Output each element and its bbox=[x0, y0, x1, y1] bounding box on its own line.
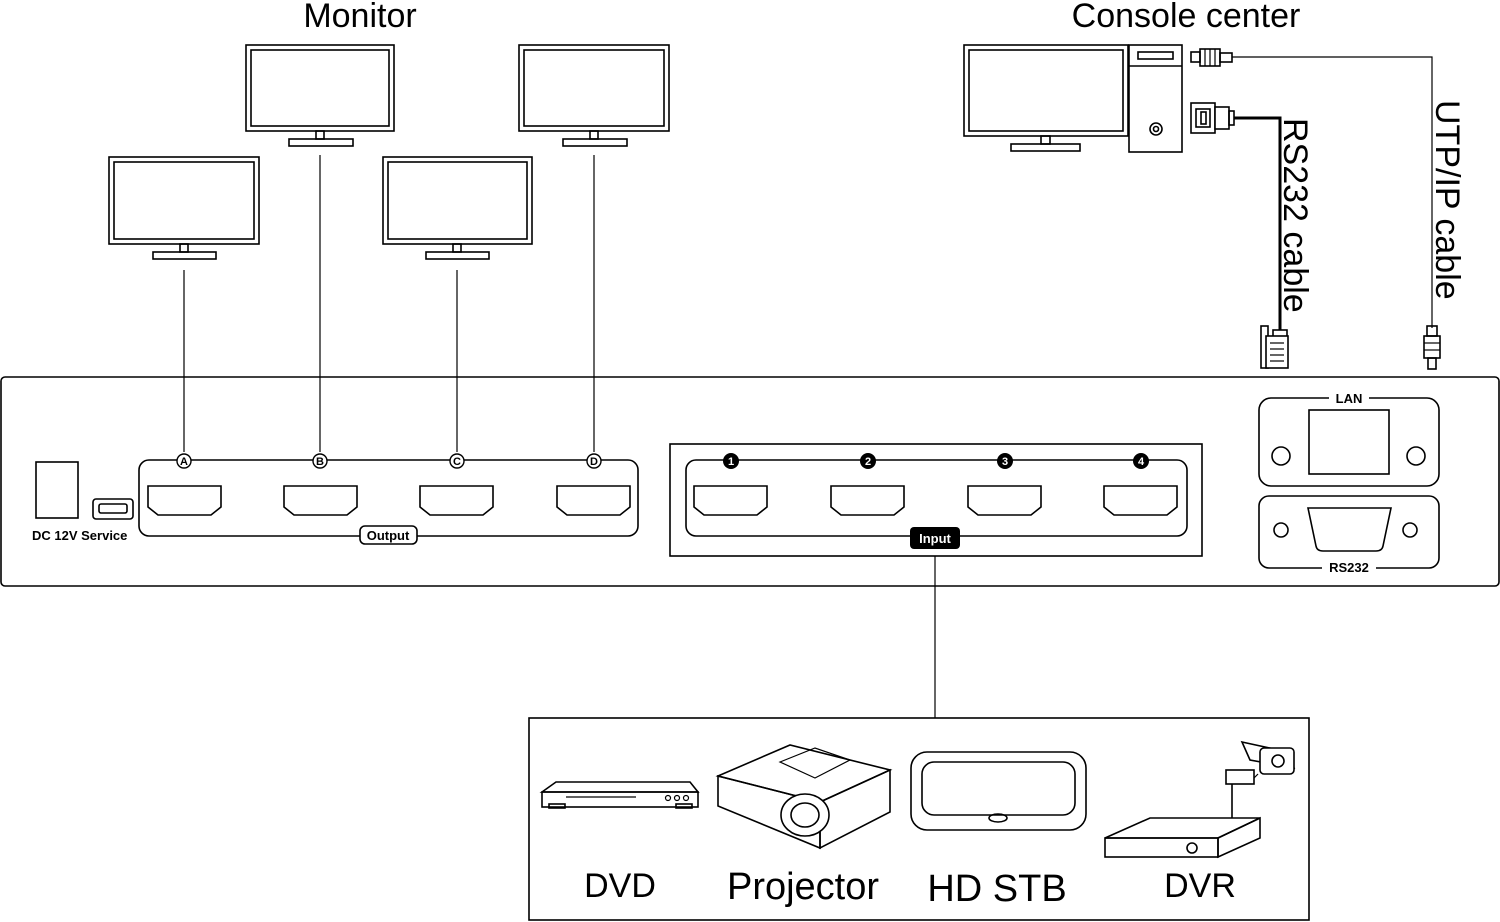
sources-box bbox=[528, 717, 1310, 921]
service-port bbox=[92, 498, 134, 520]
utp-cable-label: UTP/IP cable bbox=[1428, 100, 1466, 300]
console-center-title: Console center bbox=[1072, 0, 1301, 35]
rj45-plug-icon bbox=[1190, 48, 1233, 67]
dc-service-label: DC 12V Service bbox=[32, 528, 127, 543]
monitor-b bbox=[245, 44, 395, 147]
output-port-b: B bbox=[283, 453, 358, 516]
rs232-cable-label: RS232 cable bbox=[1276, 118, 1314, 313]
dvr-recorder-icon bbox=[1104, 816, 1261, 859]
output-letter-c: C bbox=[453, 456, 461, 468]
output-port-a: A bbox=[147, 453, 222, 516]
lan-port: LAN bbox=[1258, 390, 1440, 487]
input-port-3: 3 bbox=[967, 453, 1042, 516]
dvd-player-icon bbox=[539, 781, 700, 809]
monitor-a bbox=[108, 156, 260, 260]
input-label: Input bbox=[919, 531, 951, 546]
projector-label: Projector bbox=[727, 866, 879, 908]
rs232-port-label: RS232 bbox=[1329, 560, 1369, 575]
monitor-d bbox=[518, 44, 670, 147]
output-letter-b: B bbox=[316, 456, 324, 468]
dc-power-jack bbox=[35, 461, 79, 519]
output-letter-d: D bbox=[590, 456, 598, 468]
output-label-group: Output bbox=[359, 525, 418, 545]
monitor-title: Monitor bbox=[303, 0, 416, 35]
monitor-c bbox=[382, 156, 533, 260]
lan-label: LAN bbox=[1336, 391, 1363, 406]
dvr-label: DVR bbox=[1164, 867, 1236, 905]
input-panel-frame bbox=[669, 443, 1203, 557]
input-number-3: 3 bbox=[1002, 456, 1008, 468]
output-letter-a: A bbox=[180, 456, 188, 468]
output-port-c: C bbox=[419, 453, 494, 516]
hd-stb-icon bbox=[910, 751, 1087, 831]
input-number-1: 1 bbox=[728, 456, 734, 468]
input-number-4: 4 bbox=[1138, 456, 1145, 468]
computer-tower bbox=[1128, 44, 1183, 153]
input-port-4: 4 bbox=[1103, 453, 1178, 516]
rs232-port: RS232 bbox=[1258, 495, 1440, 575]
input-group-frame bbox=[685, 459, 1188, 537]
dvd-label: DVD bbox=[584, 867, 656, 905]
db9-plug-icon bbox=[1190, 102, 1235, 134]
output-group-frame bbox=[138, 459, 639, 537]
db9-device-plug-icon bbox=[1260, 325, 1289, 369]
input-number-2: 2 bbox=[865, 456, 871, 468]
hdstb-label: HD STB bbox=[927, 868, 1066, 910]
input-port-1: 1 bbox=[693, 453, 768, 516]
console-monitor bbox=[963, 44, 1129, 152]
input-port-2: 2 bbox=[830, 453, 905, 516]
rj45-device-plug-icon bbox=[1423, 325, 1441, 370]
output-port-d: D bbox=[556, 453, 631, 516]
input-label-group: Input bbox=[910, 527, 960, 549]
projector-icon bbox=[715, 744, 893, 850]
security-camera-icon bbox=[1225, 740, 1296, 818]
matrix-device-panel bbox=[0, 376, 1500, 587]
output-label: Output bbox=[367, 528, 410, 543]
